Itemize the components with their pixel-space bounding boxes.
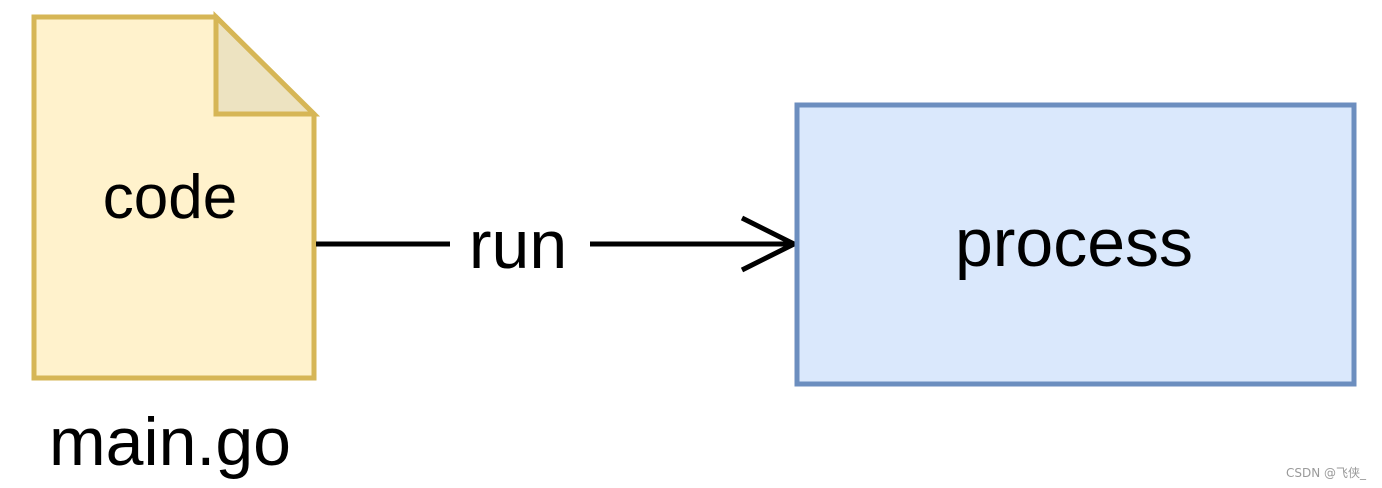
process-node[interactable]: process <box>794 102 1357 387</box>
file-fold-corner <box>213 11 321 117</box>
file-name-label: main.go <box>49 404 291 480</box>
watermark-text: CSDN @飞侠_ <box>1286 466 1367 480</box>
edge-arrowhead <box>740 215 800 273</box>
file-node[interactable]: code <box>31 11 321 381</box>
process-label: process <box>955 205 1193 281</box>
edge-label: run <box>469 207 567 283</box>
run-edge[interactable]: run <box>316 207 800 283</box>
file-content-label: code <box>103 163 237 232</box>
process-box <box>794 102 1357 387</box>
